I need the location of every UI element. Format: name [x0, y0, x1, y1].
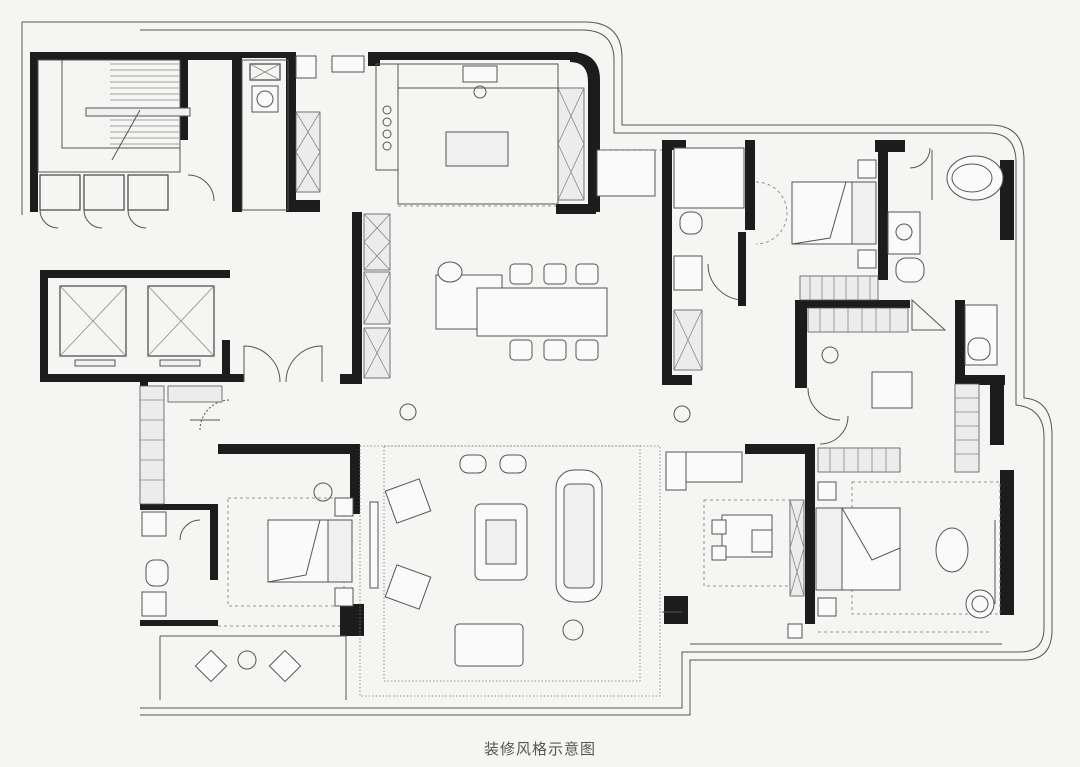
living-room [199, 399, 691, 697]
elevator-block [40, 270, 230, 382]
doors [190, 147, 931, 613]
outer-balcony-outline [21, 21, 1053, 716]
middle-bathrooms [596, 147, 746, 371]
master-bathroom [887, 150, 1004, 473]
dining-area [435, 261, 608, 361]
master-bedroom [755, 159, 913, 421]
right-bedroom [665, 447, 1002, 645]
left-bedroom [139, 385, 354, 700]
kitchen [363, 63, 585, 379]
stairwell [30, 52, 240, 229]
laundry-room [249, 55, 365, 193]
plan-caption: 装修风格示意图 [483, 740, 596, 758]
